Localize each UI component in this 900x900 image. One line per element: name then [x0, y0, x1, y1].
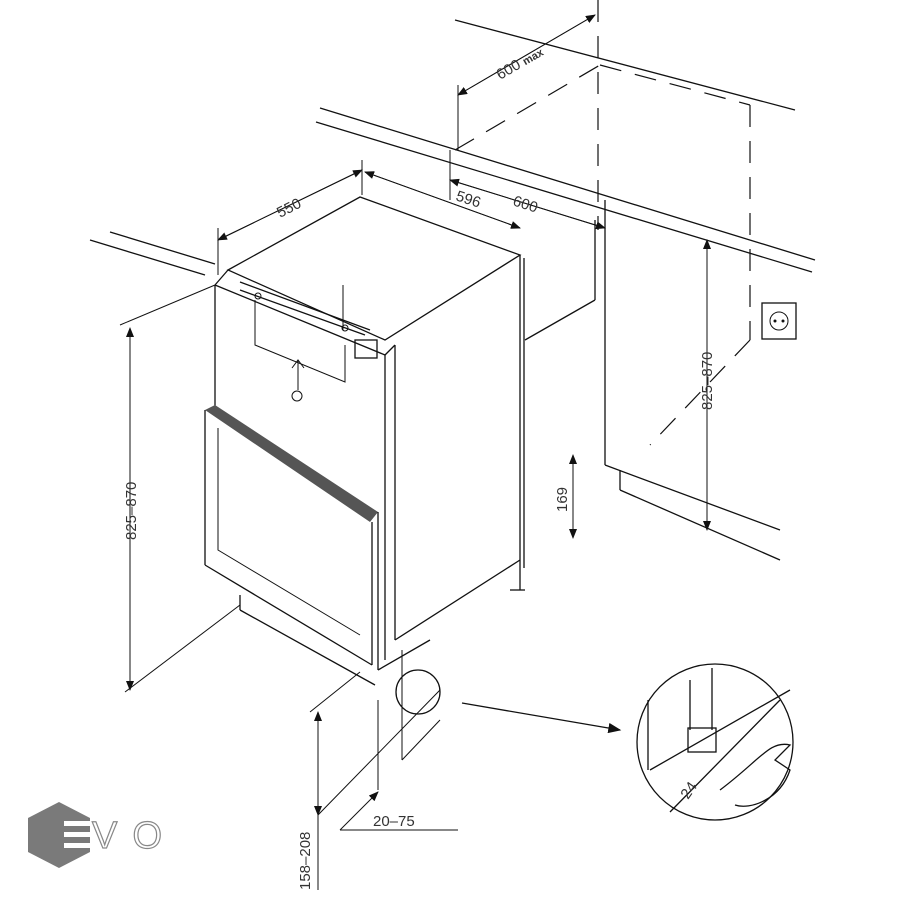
niche-outline — [454, 0, 781, 561]
power-socket-icon — [761, 302, 797, 340]
niche-depth-label: 600 max — [494, 43, 548, 84]
appliance-depth-label: 550 — [274, 195, 304, 222]
appliance-height-label: 825–870 — [123, 482, 140, 540]
evo-logo: VO — [28, 802, 163, 868]
niche-width-label: 600 — [511, 193, 540, 217]
svg-text:VO: VO — [92, 815, 162, 857]
foot-offset-label: 20–75 — [373, 813, 415, 830]
niche-height-label: 825–870 — [699, 352, 716, 410]
furniture-door — [204, 405, 431, 686]
plinth-range-label: 158–208 — [297, 832, 314, 890]
appliance-width-label: 596 — [454, 188, 483, 212]
fridge-body — [214, 196, 525, 660]
dimension-lines — [119, 14, 711, 890]
worktop — [89, 19, 816, 276]
wrench-size-label: 24 — [677, 779, 700, 802]
foot-detail — [395, 663, 794, 821]
plinth-height-label: 169 — [554, 487, 571, 512]
